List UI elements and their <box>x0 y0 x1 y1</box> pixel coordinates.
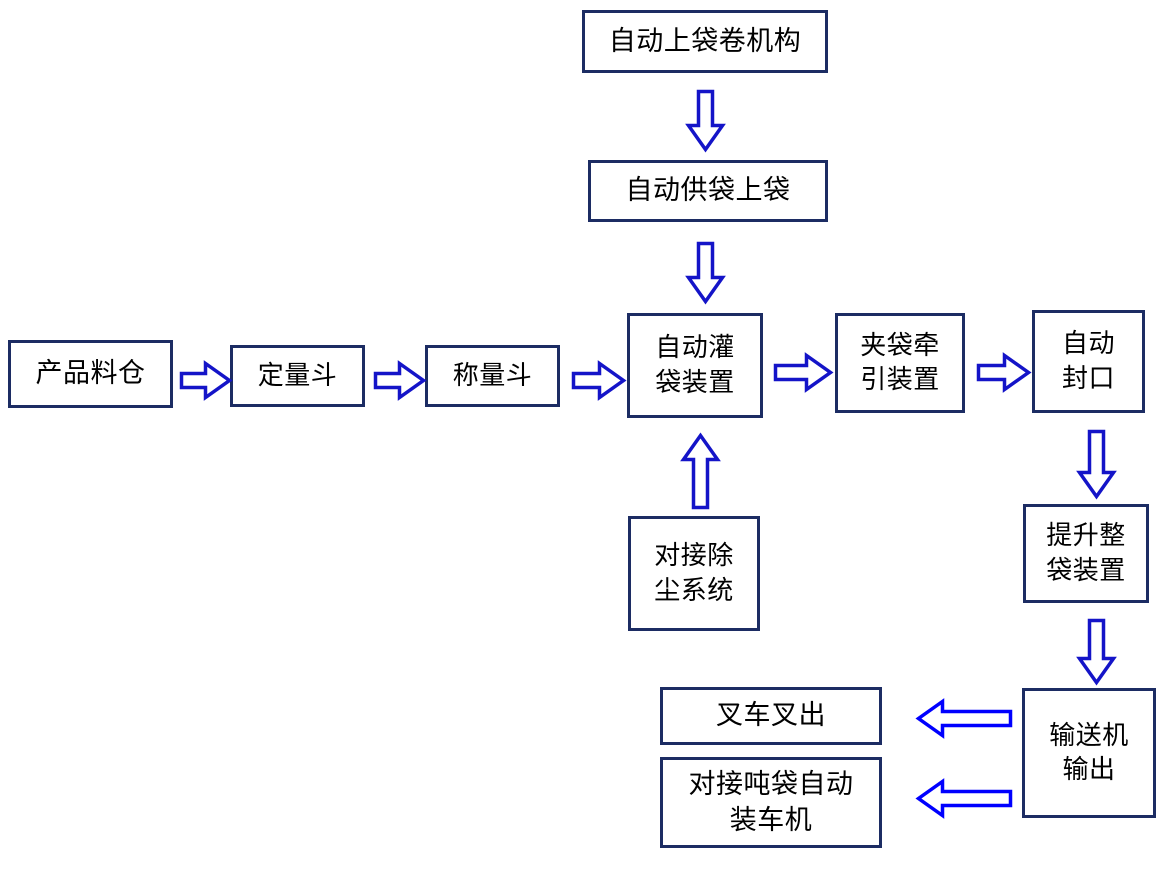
arrow-auto_bag_roll-to-auto_bag_feed <box>685 88 726 153</box>
node-lift_shaper[interactable]: 提升整 袋装置 <box>1023 504 1149 603</box>
arrow-conveyor_output-to-tonbag_loader <box>915 778 1014 819</box>
node-dust_removal[interactable]: 对接除 尘系统 <box>628 516 760 631</box>
node-tonbag_loader[interactable]: 对接吨袋自动 装车机 <box>660 757 882 848</box>
node-weighing_hopper[interactable]: 称量斗 <box>425 345 560 407</box>
node-auto_filling[interactable]: 自动灌 袋装置 <box>627 313 763 418</box>
arrow-auto_filling-to-bag_clamp_pull <box>772 352 834 393</box>
arrow-conveyor_output-to-forklift_out <box>915 698 1014 739</box>
node-auto_bag_feed[interactable]: 自动供袋上袋 <box>588 160 828 222</box>
node-bag_clamp_pull[interactable]: 夹袋牵 引装置 <box>835 313 965 413</box>
node-product_silo[interactable]: 产品料仓 <box>8 340 173 408</box>
node-forklift_out[interactable]: 叉车叉出 <box>660 687 882 745</box>
node-dosing_hopper[interactable]: 定量斗 <box>230 345 365 407</box>
node-auto_sealing[interactable]: 自动 封口 <box>1032 310 1145 413</box>
arrow-dust_removal-to-auto_filling <box>680 432 721 511</box>
arrow-product_silo-to-dosing_hopper <box>178 360 233 401</box>
arrow-auto_sealing-to-lift_shaper <box>1076 428 1117 500</box>
arrow-bag_clamp_pull-to-auto_sealing <box>975 352 1032 393</box>
node-conveyor_output[interactable]: 输送机 输出 <box>1022 688 1156 818</box>
node-auto_bag_roll[interactable]: 自动上袋卷机构 <box>582 10 828 73</box>
arrow-dosing_hopper-to-weighing_hopper <box>372 360 427 401</box>
arrow-auto_bag_feed-to-auto_filling <box>685 240 726 305</box>
arrow-weighing_hopper-to-auto_filling <box>570 360 627 401</box>
arrow-lift_shaper-to-conveyor_output <box>1076 617 1117 686</box>
